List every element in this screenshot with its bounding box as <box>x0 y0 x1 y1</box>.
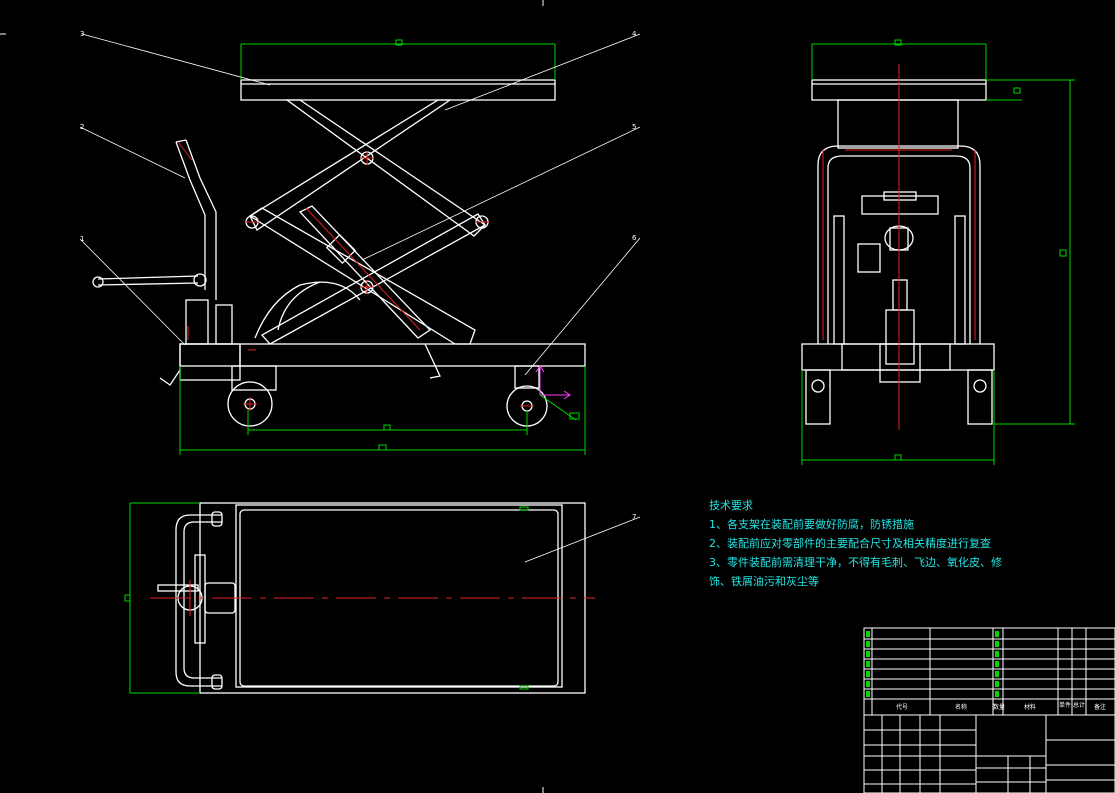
header-remarks: 备注 <box>1094 704 1107 711</box>
tech-req-title: 技术要求 <box>709 499 753 512</box>
balloon-3: 3 <box>80 30 84 38</box>
tech-req-item-3: 3、零件装配前需清理干净，不得有毛刺、飞边、氧化皮、修 <box>709 556 1002 569</box>
top-view-centerline <box>150 580 595 616</box>
header-name: 名称 <box>955 704 968 711</box>
balloon-7: 7 <box>632 513 636 521</box>
front-view-centerlines <box>177 141 534 411</box>
header-unit: 单件 <box>1059 702 1072 709</box>
ucs-icon <box>535 365 571 400</box>
technical-requirements: 技术要求 1、各支架在装配前要做好防腐，防锈措施 2、装配前应对零部件的主要配合… <box>709 496 1002 591</box>
balloon-2: 2 <box>80 123 84 131</box>
leader-lines <box>79 33 641 563</box>
drawing-frame <box>0 0 544 793</box>
balloon-labels: 3 4 2 5 1 6 7 <box>80 30 637 521</box>
top-view-dimensions <box>124 502 529 694</box>
side-view-centerlines <box>822 64 976 430</box>
side-view <box>801 79 995 425</box>
header-total: 总计 <box>1073 702 1086 709</box>
title-block-green <box>866 631 999 697</box>
balloon-6: 6 <box>632 234 637 242</box>
header-material: 材料 <box>1024 704 1037 711</box>
side-view-dimensions <box>801 39 1075 465</box>
front-view <box>92 79 586 427</box>
balloon-1: 1 <box>80 235 84 243</box>
header-qty: 数量 <box>993 704 1006 711</box>
tech-req-item-2: 2、装配前应对零部件的主要配合尺寸及相关精度进行复查 <box>709 537 991 550</box>
tech-req-item-1: 1、各支架在装配前要做好防腐，防锈措施 <box>709 518 914 531</box>
title-block <box>863 627 1115 793</box>
front-view-dimensions <box>179 39 586 455</box>
balloon-4: 4 <box>632 30 637 38</box>
tech-req-item-4: 饰、铁屑油污和灰尘等 <box>709 575 819 588</box>
balloon-5: 5 <box>632 123 636 131</box>
header-code: 代号 <box>896 704 909 711</box>
